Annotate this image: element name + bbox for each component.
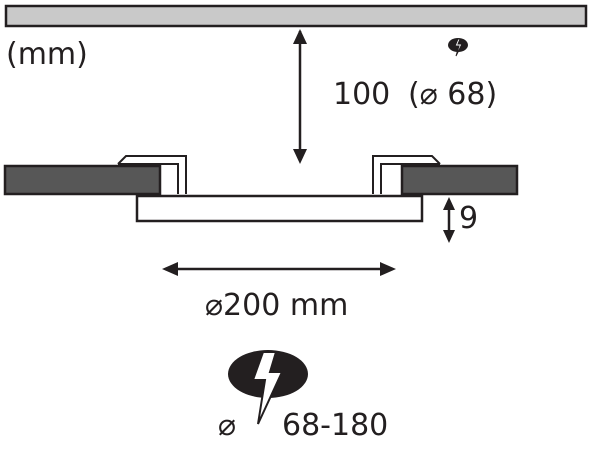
light-panel-body [135, 194, 424, 223]
cutout-symbol: ⌀ [218, 408, 236, 443]
panel-diameter-arrow [162, 262, 396, 276]
ceiling-height-value: 100 [333, 77, 390, 112]
ceiling-height-arrow [293, 29, 307, 164]
panel-thickness-arrow [443, 197, 455, 243]
units-label: (mm) [6, 37, 88, 72]
cutout-range-value: 68-180 [282, 408, 388, 443]
flash-mount-icon-small [448, 38, 468, 57]
ceiling-cutout-label: (⌀ 68) [408, 77, 497, 112]
spring-clip-right [372, 155, 441, 194]
panel-thickness-value: 9 [459, 201, 478, 236]
flash-mount-icon-large [228, 350, 308, 425]
spring-clip-left [117, 155, 187, 194]
ceiling-surface [4, 4, 588, 28]
panel-diameter-label: ⌀200 mm [205, 288, 348, 323]
panel-right-section [400, 164, 519, 196]
panel-left-section [3, 164, 162, 196]
